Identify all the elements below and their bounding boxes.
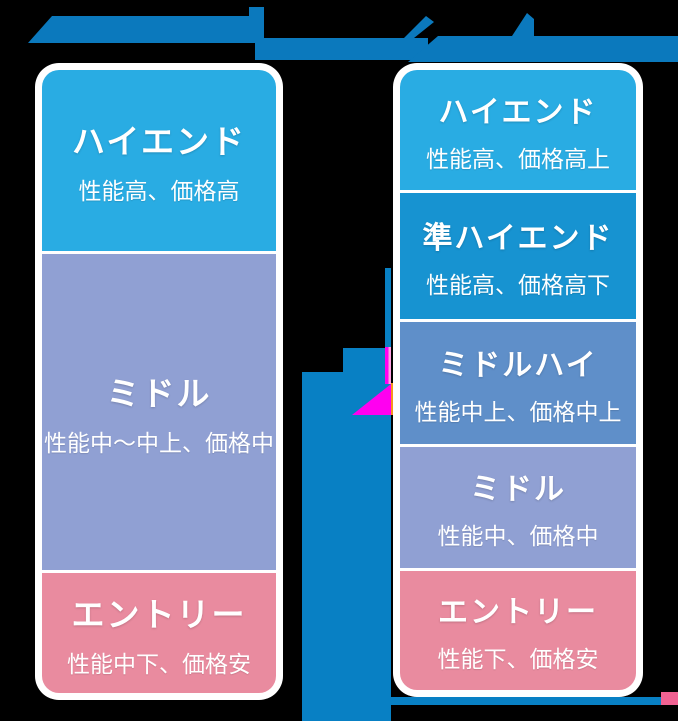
tier-title: エントリー bbox=[71, 595, 247, 633]
header-brush-middle-stroke bbox=[404, 16, 434, 38]
tier-subtitle: 性能中、価格中 bbox=[437, 523, 599, 549]
tier-title: ミドル bbox=[106, 374, 212, 412]
tier-subtitle: 性能高、価格高 bbox=[78, 178, 240, 204]
tier-subtitle: 性能下、価格安 bbox=[437, 646, 599, 672]
tier-subtitle: 性能高、価格高上 bbox=[426, 145, 610, 172]
bottom-pink-end bbox=[661, 692, 678, 705]
tier-highend-right: ハイエンド 性能高、価格高上 bbox=[400, 70, 636, 190]
header-brush-right bbox=[408, 13, 678, 62]
bottom-blue-strip bbox=[385, 697, 672, 705]
arrow-step-block bbox=[343, 348, 391, 373]
tier-entry-right: エントリー 性能下、価格安 bbox=[400, 571, 636, 690]
tier-title: ハイエンド bbox=[438, 95, 598, 129]
arrow-thin-line bbox=[385, 268, 391, 348]
tier-subtitle: 性能中〜中上、価格中 bbox=[44, 429, 274, 456]
tier-subtitle: 性能高、価格高下 bbox=[426, 271, 610, 298]
arrow-main-band bbox=[302, 372, 391, 721]
tier-entry-left: エントリー 性能中下、価格安 bbox=[42, 573, 276, 693]
header-brush-middle bbox=[255, 38, 428, 60]
tier-title: 準ハイエンド bbox=[422, 221, 614, 255]
tier-subtitle: 性能中上、価格中上 bbox=[414, 398, 622, 425]
tier-title: ミドル bbox=[470, 473, 566, 506]
tier-highend-left: ハイエンド 性能高、価格高 bbox=[42, 70, 276, 251]
orange-strip bbox=[391, 383, 394, 415]
tier-subtitle: 性能中下、価格安 bbox=[67, 650, 251, 677]
tier-title: ミドルハイ bbox=[438, 348, 598, 382]
tier-semi-highend-right: 準ハイエンド 性能高、価格高下 bbox=[400, 193, 636, 319]
tier-middle-right: ミドル 性能中、価格中 bbox=[400, 447, 636, 568]
tier-title: エントリー bbox=[438, 596, 598, 629]
header-brush-left bbox=[28, 7, 264, 43]
tier-title: ハイエンド bbox=[71, 123, 246, 160]
left-tier-card: ハイエンド 性能高、価格高 ミドル 性能中〜中上、価格中 エントリー 性能中下、… bbox=[35, 63, 283, 700]
tier-middle-left: ミドル 性能中〜中上、価格中 bbox=[42, 254, 276, 570]
magenta-strip bbox=[385, 347, 391, 384]
tier-middlehigh-right: ミドルハイ 性能中上、価格中上 bbox=[400, 322, 636, 444]
right-tier-card: ハイエンド 性能高、価格高上 準ハイエンド 性能高、価格高下 ミドルハイ 性能中… bbox=[393, 63, 643, 697]
